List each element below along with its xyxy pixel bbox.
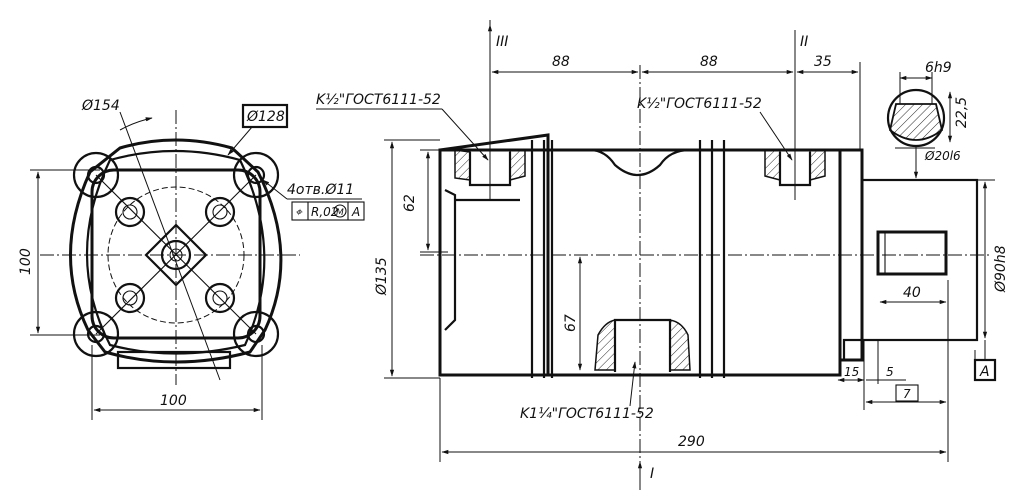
dim-40-label: 40: [903, 285, 921, 301]
port-3-hatch-left: [594, 319, 616, 371]
mount-hole: [246, 324, 266, 344]
top-saddle: [552, 148, 700, 177]
port-1-hatch-right: [509, 149, 526, 181]
dim-67-label: 67: [563, 314, 579, 332]
flange-inner-outline: [86, 149, 266, 355]
tolerance-value: R,02: [311, 205, 338, 219]
port-1-label: K½"ГОСТ6111-52: [316, 92, 441, 108]
shaft-20-label: Ø20l6: [924, 149, 961, 163]
corner-lug: [232, 151, 280, 199]
end-view: Ø154 Ø128 4отв.Ø11 ⌖ R,02 M A 100 100: [18, 98, 365, 420]
left-chamber: [444, 189, 520, 331]
mount-hole: [86, 324, 106, 344]
dim-5-label: 5: [886, 365, 894, 379]
corner-lug: [72, 151, 120, 199]
dia-128-label: Ø128: [246, 109, 285, 125]
position-symbol: ⌖: [295, 205, 303, 219]
section-I-label: I: [650, 466, 654, 482]
flange-outline: [69, 138, 283, 364]
holes-label: 4отв.Ø11: [287, 182, 354, 198]
tolerance-frame: ⌖ R,02 M A: [291, 201, 365, 221]
mount-hole: [246, 165, 266, 185]
dim-135-label: Ø135: [374, 257, 390, 296]
side-view: III II I 88 88 35 K½"ГОСТ6111-52 K½"ГОСТ…: [316, 20, 1009, 490]
dim-35-label: 35: [814, 54, 832, 70]
port-2-hatch-right: [809, 149, 826, 181]
dim-90-label: Ø90h8: [993, 245, 1009, 293]
section-III-label: III: [496, 34, 508, 50]
port-2-hatch-left: [764, 149, 781, 181]
key-section-hatch: [888, 103, 944, 141]
tolerance-modifier: M: [336, 208, 344, 218]
port-1-leader: [441, 108, 489, 161]
dim-7-label: 7: [903, 387, 911, 401]
dim-100-vertical-label: 100: [18, 248, 34, 275]
base-foot: [116, 350, 232, 370]
shaft: [876, 230, 948, 276]
port-3-leader: [629, 361, 637, 407]
port-3-label: K1¼"ГОСТ6111-52: [520, 406, 654, 422]
port-2-leader: [759, 111, 793, 161]
port-2-label: K½"ГОСТ6111-52: [637, 96, 762, 112]
dim-100-horizontal-label: 100: [160, 393, 187, 409]
corner-lug: [72, 310, 120, 358]
dim-62-label: 62: [402, 194, 418, 212]
dia-128-box: [241, 103, 289, 129]
holes-leader: [262, 179, 288, 200]
flange-lip: [842, 338, 864, 362]
shaft-diamond: [144, 223, 208, 287]
bolt-heads: [114, 196, 236, 314]
key-22-5-label: 22,5: [954, 97, 970, 128]
dia-154-label: Ø154: [81, 98, 120, 114]
mount-hole: [86, 165, 106, 185]
dim-290-label: 290: [678, 434, 705, 450]
dia-154-leader: [119, 111, 221, 381]
dim-88-b-label: 88: [700, 54, 718, 70]
tolerance-datum: A: [351, 205, 360, 219]
dim-15-label: 15: [844, 365, 859, 379]
dia-128-leader: [227, 126, 253, 156]
datum-A-box: [973, 358, 997, 382]
port-1-hatch-left: [454, 149, 471, 181]
section-II-label: II: [800, 34, 808, 50]
port-3-hatch-right: [669, 319, 691, 371]
port-3-bore: [613, 318, 672, 372]
key-6h9-label: 6h9: [925, 60, 952, 76]
corner-lug: [232, 310, 280, 358]
datum-A-label: A: [979, 364, 990, 380]
dim-88-a-label: 88: [552, 54, 570, 70]
shaft-housing: [860, 178, 979, 342]
